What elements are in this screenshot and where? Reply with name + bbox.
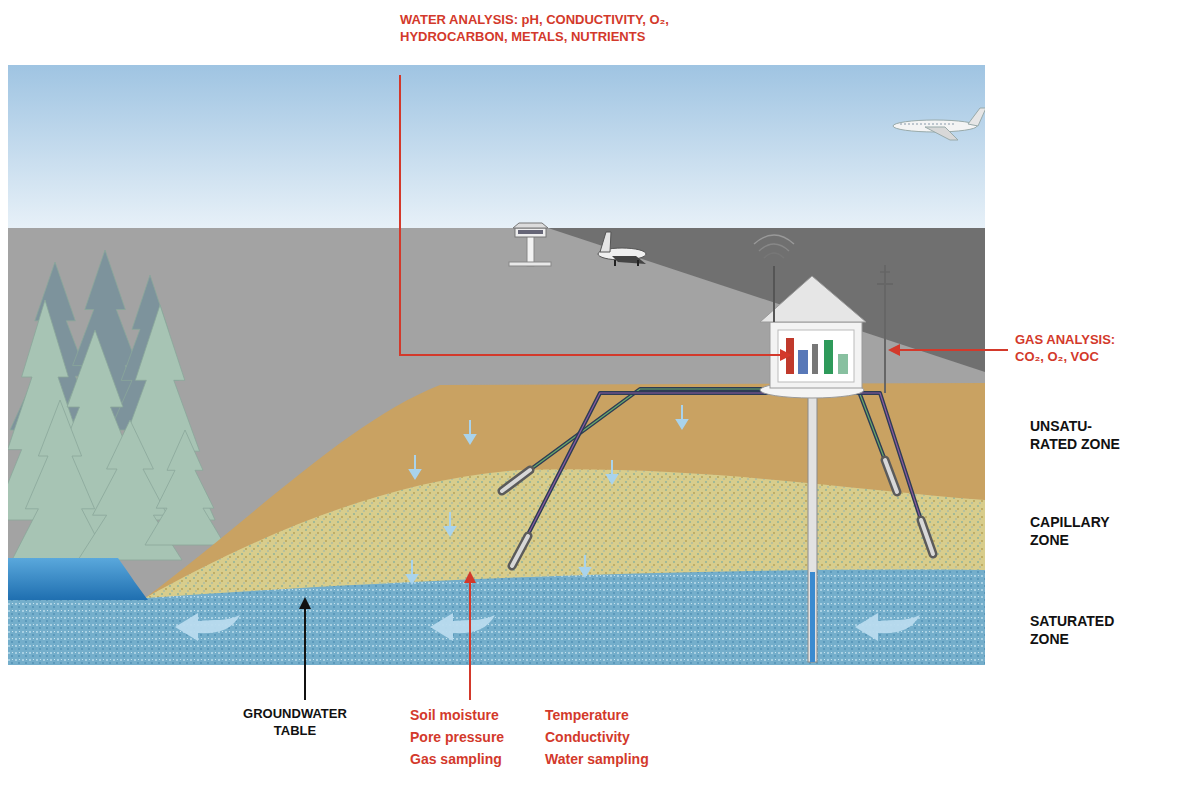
sensor-leader [464,571,476,583]
sensor-probes [512,536,528,566]
airplane [600,232,611,252]
control-tower [509,262,551,266]
sensor-label: Pore pressure [410,728,535,746]
sensor-label: Temperature [545,706,670,724]
forest [8,250,225,560]
sensor-cables [835,393,930,548]
monitoring-station [759,244,789,251]
zone-label: CAPILLARY ZONE [1030,513,1130,549]
sensor-label: Soil moisture [410,706,535,724]
infiltration-arrows [410,470,420,478]
well-screen [810,572,815,662]
sensor-probes [512,536,528,566]
sensor-probes [502,470,530,491]
monitoring-station [773,266,775,322]
airplane [612,256,646,264]
airplane [893,108,985,140]
infiltration-arrows [445,527,455,535]
infiltration-arrows [407,575,417,583]
control-tower [515,228,546,237]
monitoring-station [760,276,866,322]
water-analysis-note: WATER ANALYSIS: pH, CONDUCTIVITY, O₂, HY… [400,12,700,46]
flow-arrows [855,613,920,641]
monitoring-station [764,253,784,258]
infiltration-arrows [580,568,590,576]
landscape [8,65,985,665]
sensor-probes [921,520,933,554]
monitoring-station [812,344,818,374]
control-tower [509,223,551,266]
saturated-zone [8,570,985,665]
monitoring-station [838,354,848,374]
monitoring-station [880,271,890,273]
gas-analysis-note: GAS ANALYSIS: CO₂, O₂, VOC [1015,332,1140,366]
flow-arrows [175,613,240,641]
sensor-cables [516,393,790,558]
sensor-cables [835,393,930,548]
gas-analysis-leader [888,344,900,356]
monitoring-station [778,330,854,382]
monitoring-station [798,350,808,374]
airplane [614,260,616,266]
infiltration-arrows [465,435,475,443]
water-analysis-leader [400,75,792,361]
sensor-probes [885,460,897,492]
sky [8,65,985,230]
sensor-cables [516,393,790,558]
sensor-label: Gas sampling [410,750,535,768]
groundwater-label: GROUNDWATER TABLE [230,706,360,740]
groundwater-table-leader [304,606,306,700]
water-analysis-leader [780,349,792,361]
gas-analysis-leader [888,344,1008,356]
airplane [900,124,955,125]
sensor-leader [469,580,471,700]
water-analysis-leader [400,75,782,355]
gas-analysis-leader [898,349,1008,351]
sensor-probes [921,520,933,554]
monitoring-well [808,392,817,662]
sensor-label: Water sampling [545,750,670,768]
airfield-plane [8,228,985,665]
sensor-probes [885,460,897,492]
airplane [968,108,985,126]
lake [8,558,148,600]
sensor-cables [508,389,790,486]
monitoring-station [754,235,893,398]
airplane [637,260,639,266]
sensor-probes [502,470,530,491]
infiltration-arrows [677,420,687,428]
groundwater-table-leader [299,597,311,609]
monitoring-station [754,235,794,244]
control-tower [518,230,543,234]
zone-label: UNSATU- RATED ZONE [1030,417,1130,453]
monitoring-station [877,283,893,285]
sensor-label: Conductivity [545,728,670,746]
flow-arrows [430,613,495,641]
airplane [925,127,958,140]
sensor-cables [508,389,790,486]
airplane [598,232,646,266]
infiltration-arrows [607,475,617,483]
monitoring-station [824,340,833,374]
sensor-cables [508,389,930,558]
groundwater-table-leader [299,597,311,700]
monitoring-station [770,322,862,388]
zone-label: SATURATED ZONE [1030,612,1130,648]
control-tower [513,223,548,228]
sensor-leader [464,571,476,700]
sensor-probes [502,460,933,566]
pine-tree [145,430,225,545]
